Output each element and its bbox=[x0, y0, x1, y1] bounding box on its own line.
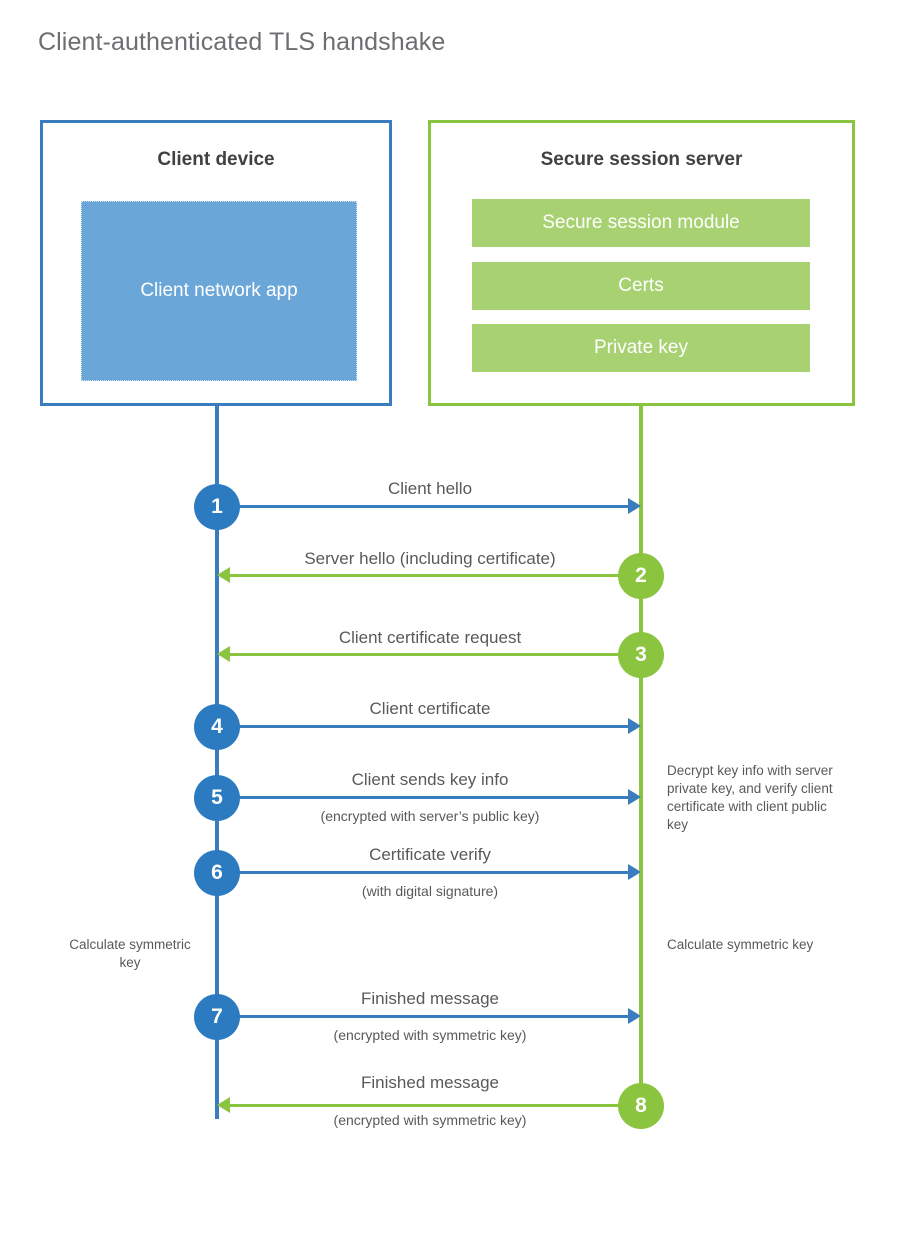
step-badge-1[interactable]: 1 bbox=[194, 484, 240, 530]
client-lifeline bbox=[215, 403, 219, 1119]
step-7-arrow-line bbox=[217, 1015, 629, 1018]
step-4-arrow-line bbox=[217, 725, 629, 728]
step-6-sublabel: (with digital signature) bbox=[361, 883, 499, 899]
step-3-label: Client certificate request bbox=[338, 628, 522, 647]
secure-session-server-box: Secure session server Secure session mod… bbox=[428, 120, 855, 406]
step-5-arrow-line bbox=[217, 796, 629, 799]
step-6-label: Certificate verify bbox=[369, 845, 491, 864]
step-7-arrow-head-icon bbox=[628, 1008, 641, 1024]
page-title: Client-authenticated TLS handshake bbox=[38, 28, 446, 56]
step-badge-3[interactable]: 3 bbox=[618, 632, 664, 678]
step-3-arrow-line bbox=[230, 653, 630, 656]
server-lifeline bbox=[639, 403, 643, 1107]
step-8-sublabel: (encrypted with symmetric key) bbox=[333, 1112, 527, 1128]
step-7-sublabel: (encrypted with symmetric key) bbox=[333, 1027, 527, 1043]
server-module-secure-session-module: Secure session module bbox=[472, 199, 810, 247]
step-6-arrow-head-icon bbox=[628, 864, 641, 880]
server-decrypt-note: Decrypt key info with server private key… bbox=[667, 763, 833, 832]
step-5-label: Client sends key info bbox=[351, 770, 509, 789]
step-4-arrow-head-icon bbox=[628, 718, 641, 734]
client-device-title: Client device bbox=[157, 149, 275, 170]
step-badge-7[interactable]: 7 bbox=[194, 994, 240, 1040]
step-4-label: Client certificate bbox=[369, 699, 491, 718]
step-8-arrow-line bbox=[230, 1104, 630, 1107]
client-calculate-symmetric-key-note: Calculate symmetric key bbox=[69, 937, 191, 970]
secure-session-server-title: Secure session server bbox=[540, 149, 743, 170]
step-badge-5[interactable]: 5 bbox=[194, 775, 240, 821]
step-5-arrow-head-icon bbox=[628, 789, 641, 805]
step-8-arrow-head-icon bbox=[217, 1097, 230, 1113]
step-3-arrow-head-icon bbox=[217, 646, 230, 662]
server-calculate-symmetric-key-note: Calculate symmetric key bbox=[667, 937, 814, 952]
step-1-label: Client hello bbox=[387, 479, 473, 498]
step-1-arrow-head-icon bbox=[628, 498, 641, 514]
step-badge-4[interactable]: 4 bbox=[194, 704, 240, 750]
step-2-arrow-line bbox=[230, 574, 630, 577]
step-badge-8[interactable]: 8 bbox=[618, 1083, 664, 1129]
step-8-label: Finished message bbox=[361, 1073, 499, 1092]
step-6-arrow-line bbox=[217, 871, 629, 874]
step-5-sublabel: (encrypted with server’s public key) bbox=[320, 808, 540, 824]
step-2-arrow-head-icon bbox=[217, 567, 230, 583]
step-badge-6[interactable]: 6 bbox=[194, 850, 240, 896]
server-module-certs: Certs bbox=[472, 262, 810, 310]
client-device-box: Client device Client network app bbox=[40, 120, 392, 406]
step-badge-2[interactable]: 2 bbox=[618, 553, 664, 599]
server-module-private-key: Private key bbox=[472, 324, 810, 372]
step-2-label: Server hello (including certificate) bbox=[304, 549, 556, 568]
client-network-app-box: Client network app bbox=[81, 201, 357, 381]
step-1-arrow-line bbox=[217, 505, 629, 508]
step-7-label: Finished message bbox=[361, 989, 499, 1008]
